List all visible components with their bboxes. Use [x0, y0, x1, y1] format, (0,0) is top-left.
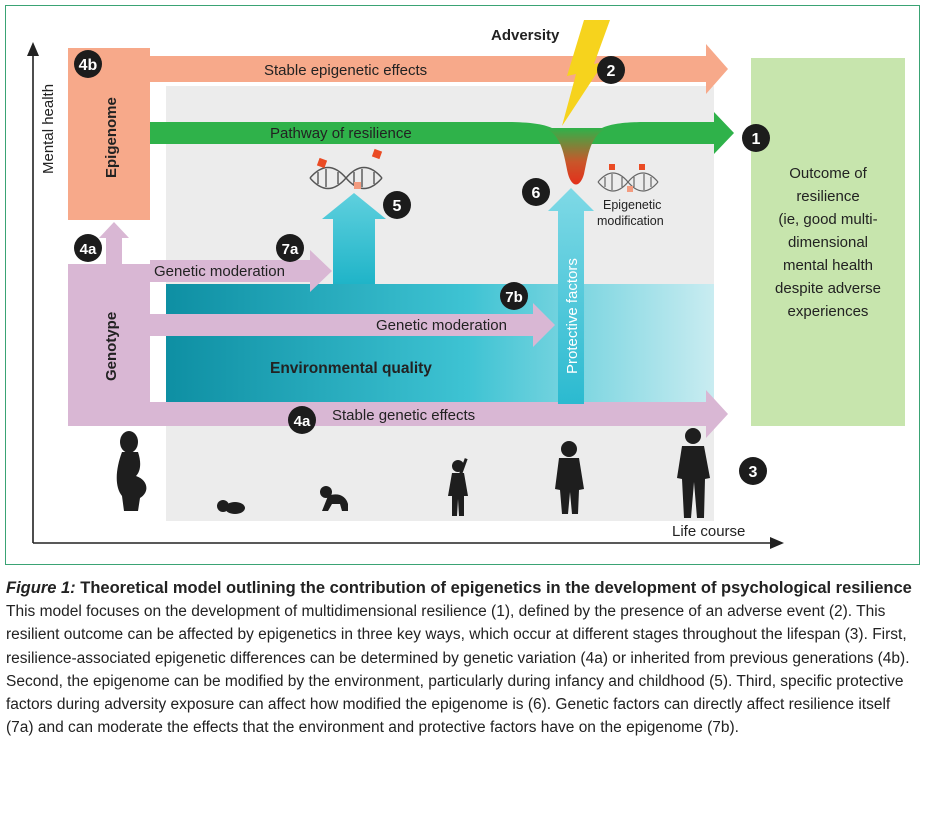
- genetic-moderation-arrow-b: [150, 303, 555, 347]
- x-axis-label: Life course: [672, 523, 745, 540]
- outcome-line: mental health: [783, 257, 873, 274]
- outcome-line: resilience: [796, 188, 859, 205]
- newborn-icon: [217, 500, 245, 514]
- pregnant-woman-icon: [116, 431, 147, 511]
- toddler-icon: [448, 458, 468, 516]
- svg-text:4a: 4a: [80, 241, 97, 258]
- y-axis-label: Mental health: [40, 84, 57, 174]
- dna-icon: [309, 166, 383, 190]
- dna-small-icon: [597, 172, 659, 192]
- methyl-mark-small-icon: [627, 186, 633, 192]
- outcome-line: despite adverse: [775, 280, 881, 297]
- epigenome-label: Epigenome: [103, 97, 120, 178]
- outcome-text: Outcome of resilience (ie, good multi- d…: [775, 165, 881, 320]
- svg-text:7a: 7a: [282, 241, 299, 258]
- genotype-label: Genotype: [103, 312, 120, 381]
- badge-1: 1: [742, 124, 770, 152]
- outcome-line: experiences: [788, 303, 869, 320]
- stable-genetic-label: Stable genetic effects: [332, 407, 475, 424]
- svg-text:5: 5: [393, 198, 402, 215]
- adversity-lightning-icon: [562, 20, 610, 126]
- adolescent-icon: [555, 441, 584, 514]
- protective-factors-arrow: [548, 188, 594, 404]
- pathway-label: Pathway of resilience: [270, 125, 412, 142]
- life-course-figures: [116, 428, 710, 518]
- svg-text:6: 6: [532, 185, 541, 202]
- badge-4a-bottom: 4a: [288, 406, 316, 434]
- adult-icon: [677, 428, 710, 518]
- svg-text:3: 3: [749, 464, 758, 481]
- outcome-line: (ie, good multi-: [778, 211, 877, 228]
- badge-4b: 4b: [74, 50, 102, 78]
- epigenetic-modification-label-1: Epigenetic: [603, 198, 661, 212]
- axes: [27, 42, 784, 549]
- caption-title: Figure 1: Theoretical model outlining th…: [6, 578, 916, 599]
- caption-body: This model focuses on the development of…: [6, 603, 910, 737]
- epigenome-box: [68, 48, 150, 220]
- methyl-mark-small-icon: [609, 164, 615, 170]
- badges: 4b 2 1 5 6 4a 7a 7b 4a 3: [74, 50, 770, 485]
- badge-7a: 7a: [276, 234, 304, 262]
- environmental-quality-band: [166, 284, 714, 404]
- badge-3: 3: [739, 457, 767, 485]
- badge-4a-top: 4a: [74, 234, 102, 262]
- figure-label: Figure 1:: [6, 579, 76, 597]
- methyl-mark-icon: [371, 148, 383, 160]
- svg-text:1: 1: [752, 131, 761, 148]
- genotype-box: [68, 264, 150, 426]
- methyl-mark-icon: [316, 157, 328, 169]
- svg-text:2: 2: [607, 63, 616, 80]
- caption-title-text: Theoretical model outlining the contribu…: [75, 579, 912, 597]
- outcome-line: dimensional: [788, 234, 868, 251]
- resilience-dip: [544, 128, 608, 185]
- genotype-to-epigenome-arrow: [99, 222, 129, 264]
- outcome-box: [751, 58, 905, 426]
- protective-factors-label: Protective factors: [564, 258, 581, 374]
- genetic-moderation-label-b: Genetic moderation: [376, 317, 507, 334]
- methyl-mark-icon: [354, 182, 361, 189]
- svg-text:4a: 4a: [294, 413, 311, 430]
- badge-2: 2: [597, 56, 625, 84]
- adversity-label: Adversity: [491, 27, 560, 44]
- epigenetic-modification-label-2: modification: [597, 214, 664, 228]
- environmental-quality-label: Environmental quality: [270, 360, 432, 377]
- genetic-moderation-label-a: Genetic moderation: [154, 263, 285, 280]
- resilience-diagram: Mental health Life course Epigenome Stab…: [27, 20, 905, 549]
- methyl-mark-small-icon: [639, 164, 645, 170]
- outcome-line: Outcome of: [789, 165, 867, 182]
- svg-text:7b: 7b: [505, 289, 523, 306]
- figure-frame: Mental health Life course Epigenome Stab…: [5, 5, 920, 565]
- svg-text:4b: 4b: [79, 57, 98, 74]
- figure-caption: Figure 1: Theoretical model outlining th…: [6, 578, 916, 740]
- badge-7b: 7b: [500, 282, 528, 310]
- stable-epigenetic-label: Stable epigenetic effects: [264, 62, 427, 79]
- crawling-baby-icon: [320, 486, 348, 511]
- badge-5: 5: [383, 191, 411, 219]
- environment-up-arrow: [322, 193, 386, 284]
- badge-6: 6: [522, 178, 550, 206]
